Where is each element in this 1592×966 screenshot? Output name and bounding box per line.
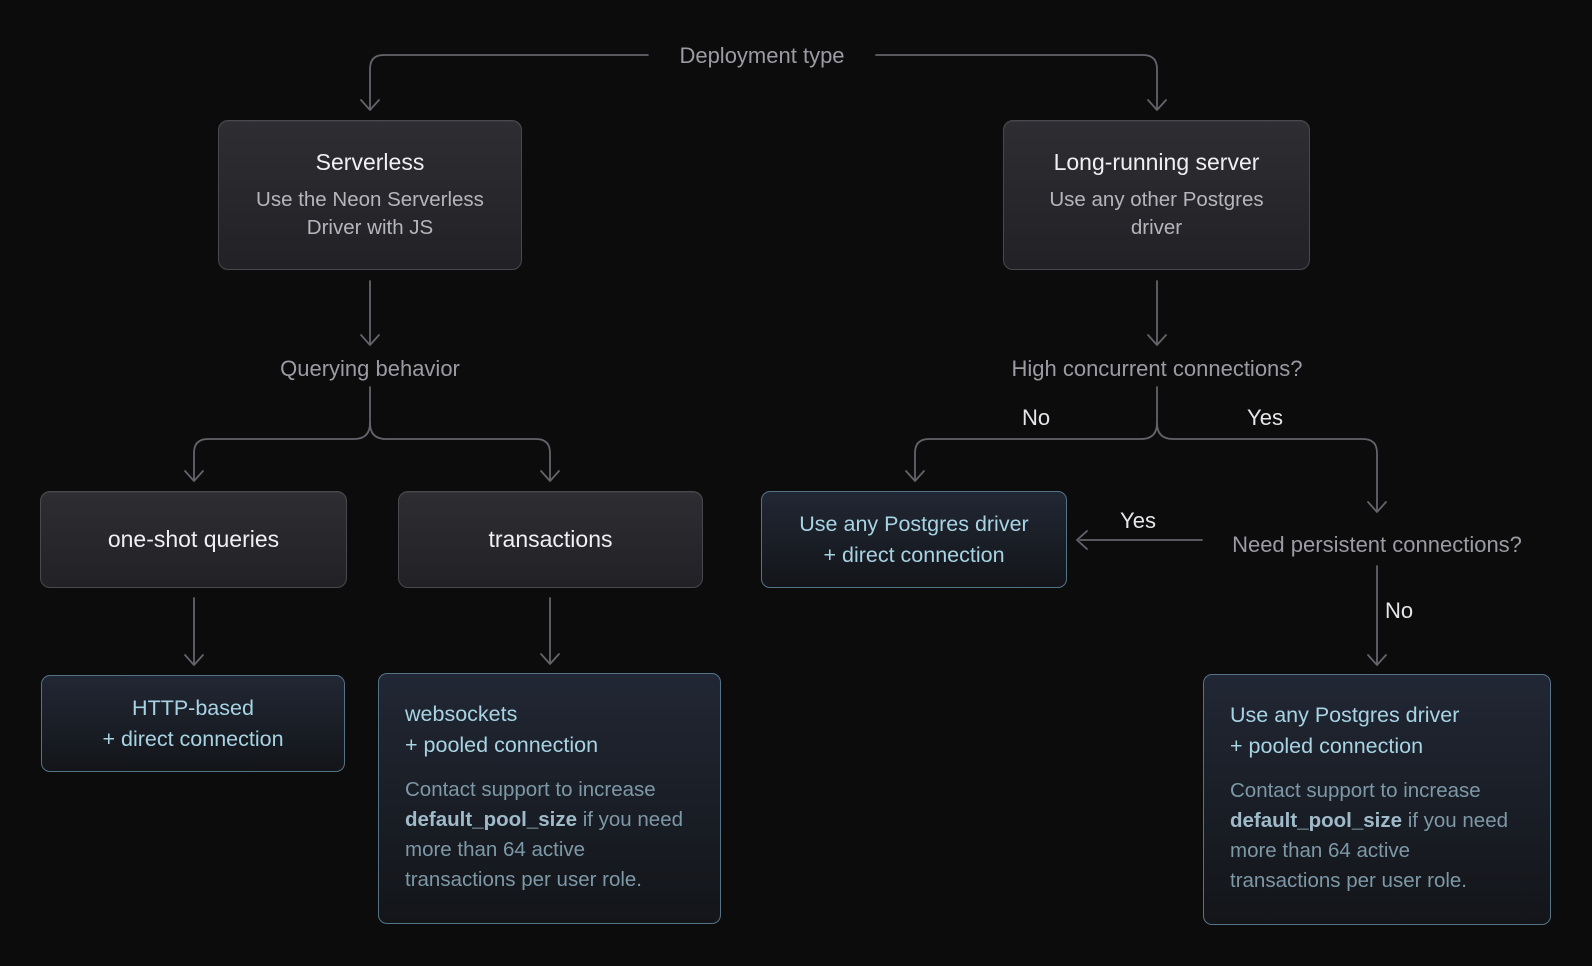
arrowhead-anypooled bbox=[1367, 654, 1387, 666]
edge-querying-to-transactions bbox=[369, 422, 551, 480]
edge-root-to-serverless bbox=[369, 54, 649, 109]
arrowhead-persistent-yes bbox=[1076, 530, 1088, 550]
note-code-default-pool-size: default_pool_size bbox=[405, 807, 578, 831]
edge-highconcurrent-no bbox=[914, 422, 1158, 480]
http-direct-line1: HTTP-based bbox=[132, 695, 254, 720]
websockets-pooled-line2: + pooled connection bbox=[405, 732, 599, 757]
arrowhead-websockets bbox=[540, 653, 560, 665]
root-label: Deployment type bbox=[679, 43, 845, 68]
note-code-default-pool-size: default_pool_size bbox=[1230, 808, 1403, 832]
edge-label-persistent-no: No bbox=[1384, 598, 1414, 623]
node-any-driver-direct: Use any Postgres driver + direct connect… bbox=[761, 491, 1067, 588]
node-serverless-subtitle: Use the Neon Serverless Driver with JS bbox=[256, 187, 484, 239]
node-long-running-subtitle: Use any other Postgres driver bbox=[1049, 187, 1264, 239]
websockets-pooled-line1: websockets bbox=[405, 702, 518, 726]
note-text-pre: Contact support to increase bbox=[405, 778, 656, 802]
node-transactions: transactions bbox=[398, 491, 703, 588]
arrowhead-highconcurrent bbox=[1147, 334, 1167, 346]
node-transactions-label: transactions bbox=[488, 526, 613, 553]
edge-highconcurrent-yes bbox=[1156, 422, 1378, 511]
arrowhead-longrunning bbox=[1147, 99, 1167, 111]
edge-root-to-longrunning bbox=[875, 54, 1158, 109]
any-pooled-line2: + pooled connection bbox=[1230, 733, 1424, 758]
any-pooled-note: Contact support to increase default_pool… bbox=[1230, 776, 1524, 896]
question-querying-behavior: Querying behavior bbox=[280, 356, 460, 381]
note-text-post: if you need more than 64 active transact… bbox=[1230, 808, 1509, 892]
any-direct-line2: + direct connection bbox=[823, 542, 1005, 567]
edge-label-persistent-yes: Yes bbox=[1120, 508, 1156, 533]
question-high-concurrent: High concurrent connections? bbox=[1011, 356, 1303, 381]
websockets-pooled-note: Contact support to increase default_pool… bbox=[405, 775, 694, 895]
arrowhead-anydirect bbox=[905, 470, 925, 482]
node-websockets-pooled: websockets + pooled connection Contact s… bbox=[378, 673, 721, 924]
arrowhead-needpersistent bbox=[1367, 501, 1387, 513]
node-serverless-title: Serverless bbox=[315, 148, 425, 175]
edge-label-no: No bbox=[1021, 405, 1051, 430]
arrowhead-serverless bbox=[360, 99, 380, 111]
http-direct-line2: + direct connection bbox=[102, 726, 284, 751]
node-one-shot-queries: one-shot queries bbox=[40, 491, 347, 588]
node-one-shot-label: one-shot queries bbox=[107, 526, 280, 553]
node-long-running-title: Long-running server bbox=[1053, 148, 1260, 175]
any-pooled-line1: Use any Postgres driver bbox=[1230, 703, 1460, 727]
node-serverless: Serverless Use the Neon Serverless Drive… bbox=[218, 120, 522, 270]
node-http-direct: HTTP-based + direct connection bbox=[41, 675, 345, 772]
edge-label-yes: Yes bbox=[1247, 405, 1283, 430]
node-any-driver-pooled: Use any Postgres driver + pooled connect… bbox=[1203, 674, 1551, 925]
node-long-running: Long-running server Use any other Postgr… bbox=[1003, 120, 1310, 270]
arrowhead-oneshot bbox=[184, 470, 204, 482]
question-need-persistent: Need persistent connections? bbox=[1232, 532, 1522, 557]
any-direct-line1: Use any Postgres driver bbox=[799, 511, 1029, 536]
arrowhead-http bbox=[184, 654, 204, 666]
arrowhead-querying bbox=[360, 334, 380, 346]
note-text-pre: Contact support to increase bbox=[1230, 779, 1481, 803]
note-text-post: if you need more than 64 active transact… bbox=[405, 807, 684, 891]
arrowhead-transactions bbox=[540, 470, 560, 482]
edge-querying-to-oneshot bbox=[193, 422, 371, 480]
